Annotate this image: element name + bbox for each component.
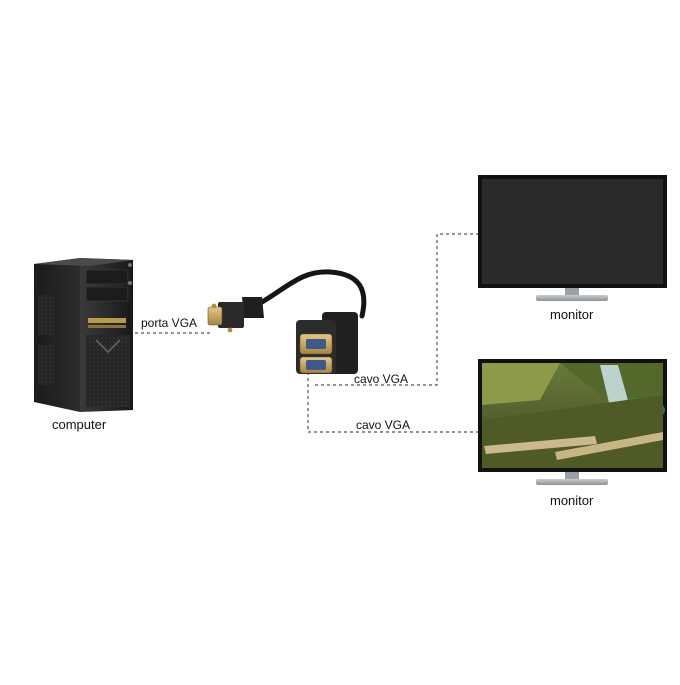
connection-lines (135, 233, 478, 433)
porta-vga-label: porta VGA (141, 316, 198, 330)
monitor-bottom-image (478, 359, 667, 485)
dashed-line-to-bottom-monitor (307, 372, 478, 433)
computer-tower-image (34, 258, 133, 412)
monitor-top-caption: monitor (550, 307, 594, 322)
monitor-bottom-caption: monitor (550, 493, 594, 508)
vga-splitter-cable-image (207, 269, 367, 374)
monitor-top-image (478, 175, 667, 301)
dashed-line-to-top-monitor (315, 233, 478, 386)
computer-caption: computer (52, 417, 107, 432)
cavo-vga-top-label: cavo VGA (354, 372, 409, 386)
cavo-vga-bottom-label: cavo VGA (356, 418, 411, 432)
